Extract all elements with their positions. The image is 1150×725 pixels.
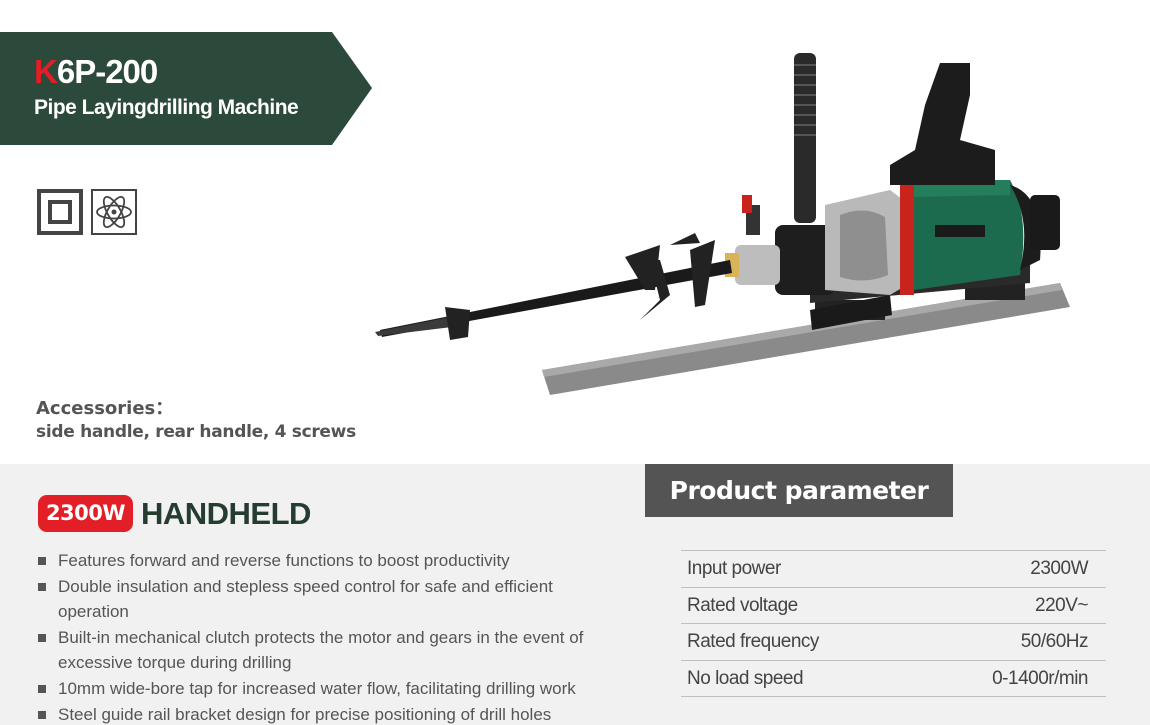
spec-panel [0, 464, 1150, 725]
feature-item: Steel guide rail bracket design for prec… [38, 702, 618, 725]
feature-item: Double insulation and stepless speed con… [38, 574, 618, 625]
feature-item: Features forward and reverse functions t… [38, 548, 618, 574]
param-value: 0-1400r/min [992, 667, 1088, 689]
param-value: 2300W [1030, 558, 1088, 579]
feature-list: Features forward and reverse functions t… [38, 548, 618, 725]
headline: HANDHELD [141, 496, 311, 531]
product-subtitle: Pipe Layingdrilling Machine [34, 96, 299, 119]
param-label: Rated voltage [687, 594, 798, 616]
param-label: Input power [687, 558, 781, 579]
power-badge: 2300W [38, 495, 133, 532]
param-value: 220V~ [1035, 594, 1088, 616]
param-value: 50/60Hz [1020, 631, 1089, 652]
param-label: Rated frequency [687, 631, 819, 652]
parameter-table: Input power 2300W Rated voltage 220V~ Ra… [681, 550, 1106, 697]
accessories-list: side handle, rear handle, 4 screws [36, 422, 356, 442]
param-row-rated-frequency: Rated frequency 50/60Hz [681, 624, 1106, 661]
atom-icon [91, 189, 137, 235]
feature-item: Built-in mechanical clutch protects the … [38, 625, 618, 676]
title-banner [0, 32, 372, 145]
parameter-title: Product parameter [645, 464, 953, 517]
double-insulation-icon [37, 189, 83, 235]
param-label: No load speed [687, 667, 804, 689]
feature-item: 10mm wide-bore tap for increased water f… [38, 676, 618, 702]
product-model: K6P-200 [34, 53, 158, 90]
accessories-title: Accessories： [36, 398, 174, 419]
product-image [370, 45, 1090, 405]
param-row-rated-voltage: Rated voltage 220V~ [681, 588, 1106, 624]
param-row-no-load-speed: No load speed 0-1400r/min [681, 661, 1106, 697]
param-row-input-power: Input power 2300W [681, 551, 1106, 588]
banner-shape [0, 32, 372, 145]
